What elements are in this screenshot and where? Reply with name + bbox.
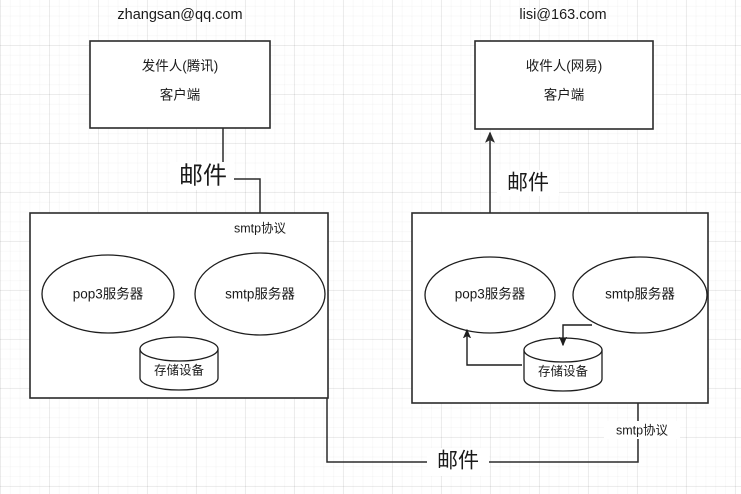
sender-client-line2: 客户端 [160,87,201,103]
left-smtp-server-ellipse[interactable] [194,252,326,336]
sender-client-line1: 发件人(腾讯) [142,58,219,74]
receiver-client-box[interactable] [474,40,654,130]
right-storage-label: 存储设备 [538,363,589,378]
right-pop3-server-label: pop3服务器 [455,287,526,302]
left-pop3-server-label: pop3服务器 [73,287,144,302]
left-smtp-server-label: smtp服务器 [225,287,295,302]
mail-label-pop3-to-receiver: 邮件 [507,172,549,195]
mail-label-sender-to-smtp: 邮件 [179,162,227,189]
mail-label-bg-2 [497,170,559,196]
mail-label-bg-3 [427,448,489,476]
right-smtp-server-label: smtp服务器 [605,287,675,302]
connector-right-storage-to-pop3 [467,330,522,366]
receiver-client-line1: 收件人(网易) [526,59,603,74]
sender-email-label: zhangsan@qq.com [117,7,242,23]
right-pop3-server-ellipse[interactable] [424,256,556,334]
receiver-email-label: lisi@163.com [519,7,606,23]
smtp-protocol-label-bg-2 [604,421,680,439]
left-pop3-server-ellipse[interactable] [41,254,175,334]
left-storage-cylinder[interactable] [139,336,219,391]
mail-label-bottom: 邮件 [437,450,479,473]
right-storage-cylinder[interactable] [523,337,603,392]
right-smtp-server-ellipse[interactable] [572,256,708,334]
left-storage-label: 存储设备 [154,362,205,377]
smtp-protocol-label-bottom: smtp协议 [616,422,669,437]
smtp-protocol-label-top: smtp协议 [234,220,287,235]
smtp-protocol-label-bg-1 [222,219,298,237]
sender-client-box[interactable] [89,40,271,129]
connector-right-smtp-to-storage [563,324,592,345]
mail-label-bg-1 [170,162,234,190]
receiver-client-line2: 客户端 [544,87,585,103]
